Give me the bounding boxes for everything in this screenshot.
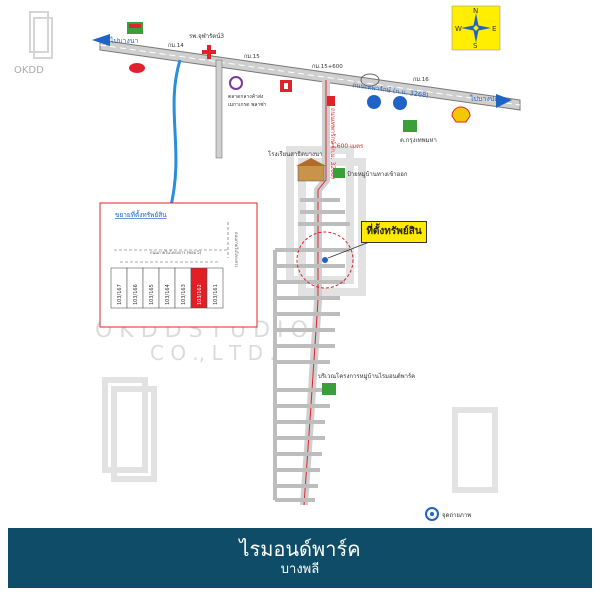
bank-icon <box>367 95 381 109</box>
property-callout: ที่ตั้งทรัพย์สิน <box>361 221 427 243</box>
west-arrow <box>92 34 110 46</box>
west-direction-label: ไปบางนา <box>109 36 139 45</box>
banner-subtitle: บางพลี <box>280 562 320 577</box>
inset-title: ขยายที่ตั้งทรัพย์สิน <box>115 210 167 219</box>
inset-lot-label: 103/162 <box>197 284 203 305</box>
watermark-logo <box>29 11 53 59</box>
shell-icon <box>451 106 471 123</box>
car-dealer-icon <box>129 63 145 73</box>
market-label-2: เมกาเกรด พลาซ่า <box>228 102 267 108</box>
project-icon <box>322 383 336 395</box>
car-brand-icon <box>360 73 380 87</box>
watermark-brand: OKDD <box>14 65 44 76</box>
access-road-centerline <box>303 80 327 506</box>
property-highlight-circle <box>296 231 354 289</box>
gas-station-icon <box>327 96 335 106</box>
river <box>168 59 182 211</box>
police-icon <box>403 120 417 132</box>
title-banner: ไรมอนด์พาร์ค บางพลี <box>8 528 592 588</box>
banner-title: ไรมอนด์พาร์ค <box>239 537 361 561</box>
inset-lots: 103/167 103/166 103/165 103/164 103/163 103/1… <box>110 267 224 309</box>
mall-icon <box>280 80 292 92</box>
police-label: ต.กรุงเทพมหา <box>400 137 437 144</box>
photo-point-label: จุดถ่ายภาพ <box>442 512 471 519</box>
km16-label: กม.16 <box>413 77 429 83</box>
access-road-label: ถนนเทพารักษ์ (ก.ม. 3268) <box>329 108 337 179</box>
inset-lot-label: 103/164 <box>165 284 171 305</box>
inset-road-b: ถนนภายในโครงการ <box>234 232 239 268</box>
village-sign-icon <box>333 168 345 178</box>
camera-icon <box>425 507 439 521</box>
compass-w: W <box>455 25 462 33</box>
inset-lot-label: 103/161 <box>213 284 219 305</box>
east-direction-label: ไปบางปะกง <box>469 94 506 103</box>
main-road <box>99 39 521 111</box>
watermark-company: C O ., L T D . <box>150 341 276 365</box>
school-label: โรงเรียนสาธิตบางนา <box>268 150 322 158</box>
km15600-label: กม.15+600 <box>312 64 343 70</box>
compass-s: S <box>473 42 478 50</box>
market-road <box>215 59 223 159</box>
bank2-icon <box>393 96 407 110</box>
village-sign-label: ป้ายหมู่บ้านทางเข้าออก <box>347 171 408 178</box>
compass-e: E <box>492 25 496 33</box>
compass-n: N <box>473 7 478 15</box>
compass <box>451 5 501 51</box>
east-arrow <box>496 94 512 108</box>
school-icon <box>296 158 326 182</box>
inset-lot-label: 103/165 <box>149 284 155 305</box>
km15-label: กม.15 <box>244 54 260 60</box>
distance-label: 1,600 เมตร <box>331 143 364 150</box>
inset-lot-label: 103/163 <box>181 284 187 305</box>
inset-lot <box>206 267 224 309</box>
project-label: บริเวณโครงการหมู่บ้านไรมอนด์พาร์ค <box>318 372 415 380</box>
market-icon <box>229 76 243 90</box>
market-label-1: ตลาดกลางค้าส่ง <box>228 93 264 100</box>
village-streets <box>273 198 350 502</box>
inset-lot-label: 103/167 <box>117 284 123 305</box>
property-pin <box>322 257 328 263</box>
callout-pointer <box>327 240 373 259</box>
hospital-label: รพ.จุฬารัตน์3 <box>189 32 224 40</box>
inset-map <box>99 202 258 328</box>
km14-label: กม.14 <box>168 43 184 49</box>
hospital-icon <box>202 45 216 59</box>
inset-lot-label: 103/166 <box>133 284 139 305</box>
store-icon <box>127 22 143 34</box>
inset-road-a: ถนนภายในโครงการ (ซอย 5) <box>150 250 202 255</box>
